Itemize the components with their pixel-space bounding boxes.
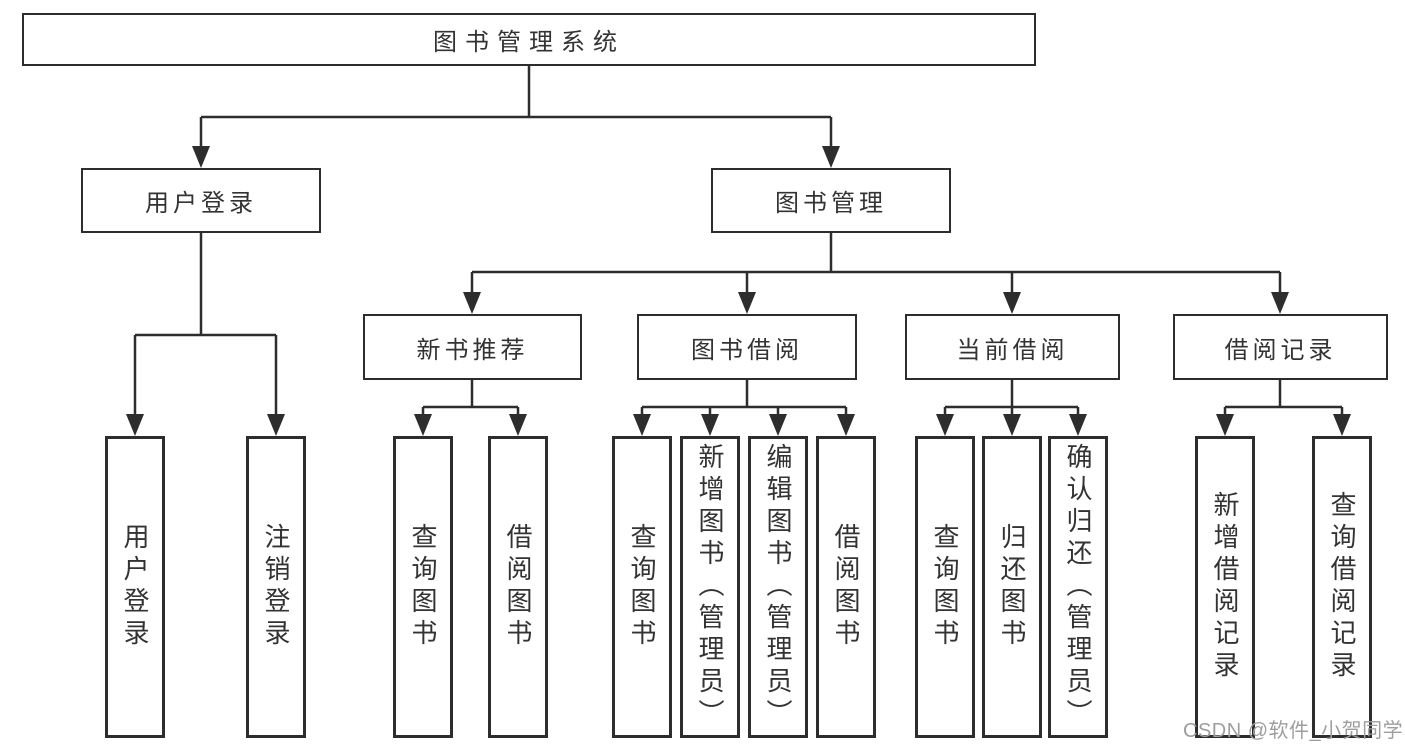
- leaf-query-books-recommend: 查询图书: [393, 436, 453, 738]
- node-label: 归还图书: [997, 523, 1027, 651]
- node-label: 新增图书（管理员）: [695, 443, 725, 731]
- arrowhead: [822, 146, 840, 168]
- node-label: 图书借阅: [691, 336, 803, 364]
- node-label: 新增借阅记录: [1210, 491, 1240, 683]
- arrowhead: [1271, 292, 1289, 314]
- arrowhead: [1003, 292, 1021, 314]
- node-label: 借阅记录: [1224, 336, 1337, 364]
- arrowhead: [1333, 414, 1351, 436]
- leaf-query-books-borrowing: 查询图书: [612, 436, 672, 738]
- node-current-borrowing: 当前借阅: [905, 314, 1120, 380]
- leaf-logout: 注销登录: [246, 436, 306, 738]
- arrowheads: [126, 146, 1351, 436]
- node-label: 查询图书: [930, 523, 960, 651]
- node-label: 图书管理: [775, 190, 887, 217]
- node-label: 查询借阅记录: [1327, 491, 1357, 683]
- node-label: 用户登录: [145, 190, 257, 217]
- node-label: 当前借阅: [956, 336, 1069, 364]
- node-label: 注销登录: [261, 523, 291, 651]
- arrowhead: [837, 414, 855, 436]
- leaf-edit-books-admin: 编辑图书（管理员）: [748, 436, 808, 738]
- leaf-borrow-books-recommend: 借阅图书: [488, 436, 548, 738]
- node-label: 借阅图书: [503, 523, 533, 651]
- arrowhead: [738, 292, 756, 314]
- arrowhead: [463, 292, 481, 314]
- arrowhead: [126, 414, 144, 436]
- node-label: 新书推荐: [416, 336, 529, 364]
- node-label: 确认归还（管理员）: [1063, 443, 1093, 731]
- leaf-query-borrow-record: 查询借阅记录: [1312, 436, 1372, 738]
- node-label: 图书管理系统: [433, 29, 625, 56]
- leaf-borrow-books-borrowing: 借阅图书: [816, 436, 876, 738]
- node-label: 借阅图书: [831, 523, 861, 651]
- leaf-return-books: 归还图书: [982, 436, 1042, 738]
- node-book-management: 图书管理: [711, 168, 951, 233]
- arrowhead: [701, 414, 719, 436]
- leaf-user-login: 用户登录: [105, 436, 165, 738]
- arrowhead: [769, 414, 787, 436]
- arrowhead: [1069, 414, 1087, 436]
- arrowhead: [633, 414, 651, 436]
- node-label: 查询图书: [627, 523, 657, 651]
- node-label: 编辑图书（管理员）: [763, 443, 793, 731]
- node-borrowing-records: 借阅记录: [1173, 314, 1388, 380]
- leaf-add-books-admin: 新增图书（管理员）: [680, 436, 740, 738]
- node-label: 查询图书: [408, 523, 438, 651]
- connector-segments: [133, 66, 1344, 420]
- leaf-add-borrow-record: 新增借阅记录: [1195, 436, 1255, 738]
- arrowhead: [1216, 414, 1234, 436]
- arrowhead: [192, 146, 210, 168]
- node-root-system: 图书管理系统: [22, 13, 1036, 66]
- arrowhead: [1003, 414, 1021, 436]
- leaf-confirm-return-admin: 确认归还（管理员）: [1048, 436, 1108, 738]
- arrowhead: [267, 414, 285, 436]
- node-new-book-recommend: 新书推荐: [363, 314, 582, 380]
- node-book-borrowing: 图书借阅: [637, 314, 857, 380]
- arrowhead: [414, 414, 432, 436]
- csdn-watermark: CSDN @软件_小贺同学: [1183, 720, 1404, 742]
- arrowhead: [509, 414, 527, 436]
- arrowhead: [936, 414, 954, 436]
- connector-path: [133, 66, 1344, 420]
- leaf-query-books-current: 查询图书: [915, 436, 975, 738]
- node-label: 用户登录: [120, 523, 150, 651]
- node-user-login: 用户登录: [81, 168, 321, 233]
